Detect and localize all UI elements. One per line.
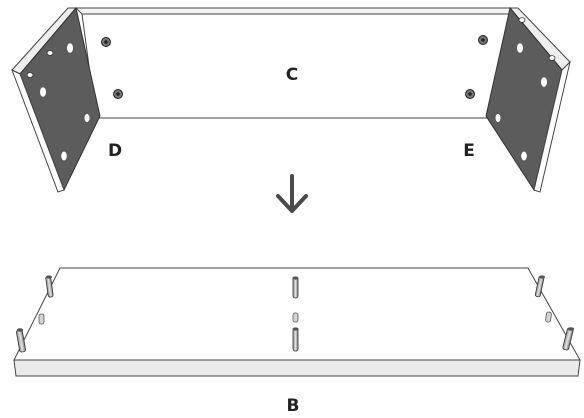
cam-bolt-icon <box>16 328 26 353</box>
side-panel-e <box>485 6 571 193</box>
dowel-icon <box>545 311 552 323</box>
label-c: C <box>286 65 298 85</box>
cam-bolt-icon <box>562 327 575 351</box>
cam-bolt-icon <box>292 276 299 299</box>
cam-bolt-icon <box>292 327 299 352</box>
label-e: E <box>463 141 475 161</box>
cam-lock-icon <box>101 37 111 47</box>
dowel-icon <box>292 312 299 323</box>
dowel-icon <box>38 313 45 325</box>
cam-lock-icon <box>113 89 123 99</box>
label-b: B <box>287 396 300 416</box>
side-panel-d <box>11 6 101 193</box>
down-arrow-icon <box>276 174 308 213</box>
cam-bolt-icon <box>534 275 545 298</box>
bottom-panel-b <box>13 267 581 377</box>
upper-assembly: C D E <box>11 6 571 193</box>
cam-lock-icon <box>465 89 475 99</box>
cam-lock-icon <box>478 35 488 45</box>
label-d: D <box>108 141 122 161</box>
panel-c <box>74 7 518 119</box>
cam-bolt-icon <box>45 275 54 298</box>
